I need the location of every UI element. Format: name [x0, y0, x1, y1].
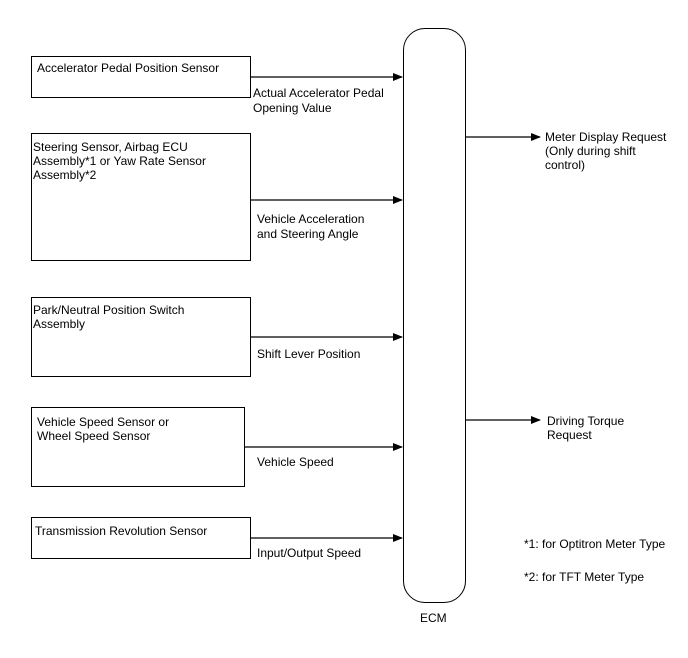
output-label-driving-torque: Driving Torque Request — [547, 414, 625, 442]
signal-label-transmission: Input/Output Speed — [257, 546, 362, 560]
sensor-label-transmission: Transmission Revolution Sensor — [35, 524, 208, 538]
note-optitron: *1: for Optitron Meter Type — [524, 537, 666, 551]
signal-label-steering: Vehicle Acceleration and Steering Angle — [257, 212, 365, 241]
sensor-label-steering: Steering Sensor, Airbag ECU Assembly*1 o… — [33, 140, 206, 182]
note-tft: *2: for TFT Meter Type — [524, 570, 645, 584]
signal-label-accelerator: Actual Accelerator Pedal Opening Value — [253, 86, 384, 115]
sensor-box-steering — [31, 133, 251, 261]
ecm-block — [403, 28, 466, 603]
ecm-label: ECM — [420, 611, 447, 625]
sensor-box-park-neutral — [31, 297, 251, 377]
sensor-label-vehicle-speed: Vehicle Speed Sensor or Wheel Speed Sens… — [37, 415, 170, 443]
sensor-box-vehicle-speed — [31, 407, 245, 487]
signal-label-park-neutral: Shift Lever Position — [257, 347, 361, 361]
sensor-box-transmission — [31, 517, 251, 559]
sensor-label-accelerator: Accelerator Pedal Position Sensor — [37, 61, 220, 75]
sensor-box-accelerator — [31, 56, 251, 98]
signal-label-vehicle-speed: Vehicle Speed — [257, 455, 334, 469]
output-label-meter-display: Meter Display Request (Only during shift… — [545, 130, 667, 172]
sensor-label-park-neutral: Park/Neutral Position Switch Assembly — [33, 303, 185, 331]
